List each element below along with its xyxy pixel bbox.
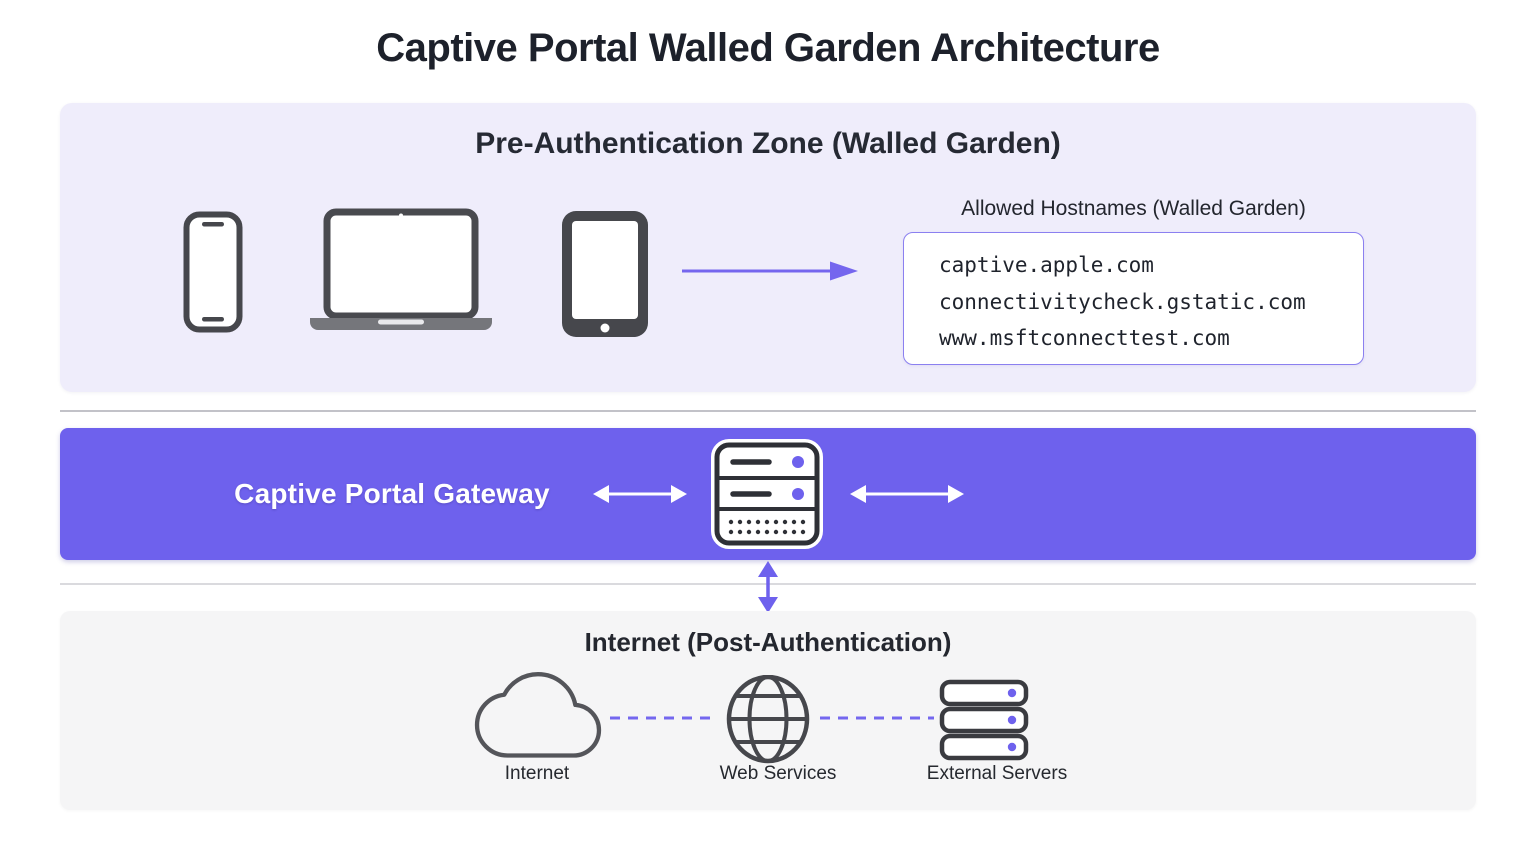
globe-icon bbox=[726, 675, 810, 764]
gateway-server-icon bbox=[711, 439, 823, 549]
gateway-title: Captive Portal Gateway bbox=[234, 478, 550, 509]
pre-auth-zone: Pre-Authentication Zone (Walled Garden) … bbox=[60, 103, 1476, 392]
smartphone-icon bbox=[183, 211, 243, 333]
tablet-icon bbox=[562, 211, 648, 337]
pre-auth-zone-title: Pre-Authentication Zone (Walled Garden) bbox=[475, 127, 1061, 160]
gateway-internet-double-arrow-icon bbox=[758, 561, 778, 613]
hostname-entry: www.msftconnecttest.com bbox=[939, 326, 1230, 350]
hostname-entry: connectivitycheck.gstatic.com bbox=[939, 289, 1306, 314]
dashed-connector-icon bbox=[610, 716, 718, 720]
right-double-arrow-icon bbox=[850, 485, 964, 503]
page-title: Captive Portal Walled Garden Architectur… bbox=[376, 26, 1160, 70]
cloud-icon bbox=[474, 672, 602, 758]
server-stack-icon bbox=[939, 679, 1029, 761]
web-services-node-label: Web Services bbox=[719, 763, 837, 784]
internet-zone: Internet (Post-Authentication) bbox=[60, 611, 1476, 810]
allowed-hostnames-box: captive.apple.com connectivitycheck.gsta… bbox=[903, 232, 1364, 365]
laptop-icon bbox=[310, 208, 492, 330]
section-divider bbox=[60, 410, 1476, 412]
allowed-hostnames-label: Allowed Hostnames (Walled Garden) bbox=[961, 197, 1306, 220]
dashed-connector-icon bbox=[820, 716, 934, 720]
internet-node-label: Internet bbox=[504, 763, 570, 784]
gateway-band: Captive Portal Gateway bbox=[60, 428, 1476, 560]
hostname-entry: captive.apple.com bbox=[939, 253, 1154, 277]
devices-to-hostnames-arrow-icon bbox=[682, 261, 858, 281]
external-servers-node-label: External Servers bbox=[926, 763, 1068, 784]
internet-zone-title: Internet (Post-Authentication) bbox=[584, 627, 952, 657]
left-double-arrow-icon bbox=[593, 485, 687, 503]
